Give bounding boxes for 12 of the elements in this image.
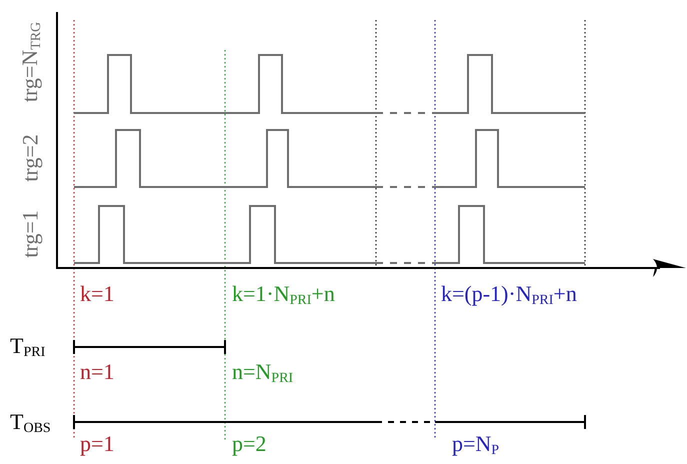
period-label: T$_{PRI}$ <box>10 334 46 358</box>
index-label: p=1 <box>80 432 114 456</box>
index-label: k=1 <box>80 282 114 306</box>
period-label: T$_{OBS}$ <box>10 410 51 434</box>
row-label: trg=2 <box>18 134 42 182</box>
row-label: trg=1 <box>18 210 42 258</box>
index-label: n=N$_{PRI}$ <box>232 360 294 384</box>
index-label: n=1 <box>80 360 114 384</box>
index-label: k=1·N$_{PRI}$+n <box>232 282 335 306</box>
index-label: p=N$_{P}$ <box>452 432 500 456</box>
index-label: k=(p-1)·N$_{PRI}$+n <box>441 282 577 306</box>
index-label: p=2 <box>232 432 266 456</box>
